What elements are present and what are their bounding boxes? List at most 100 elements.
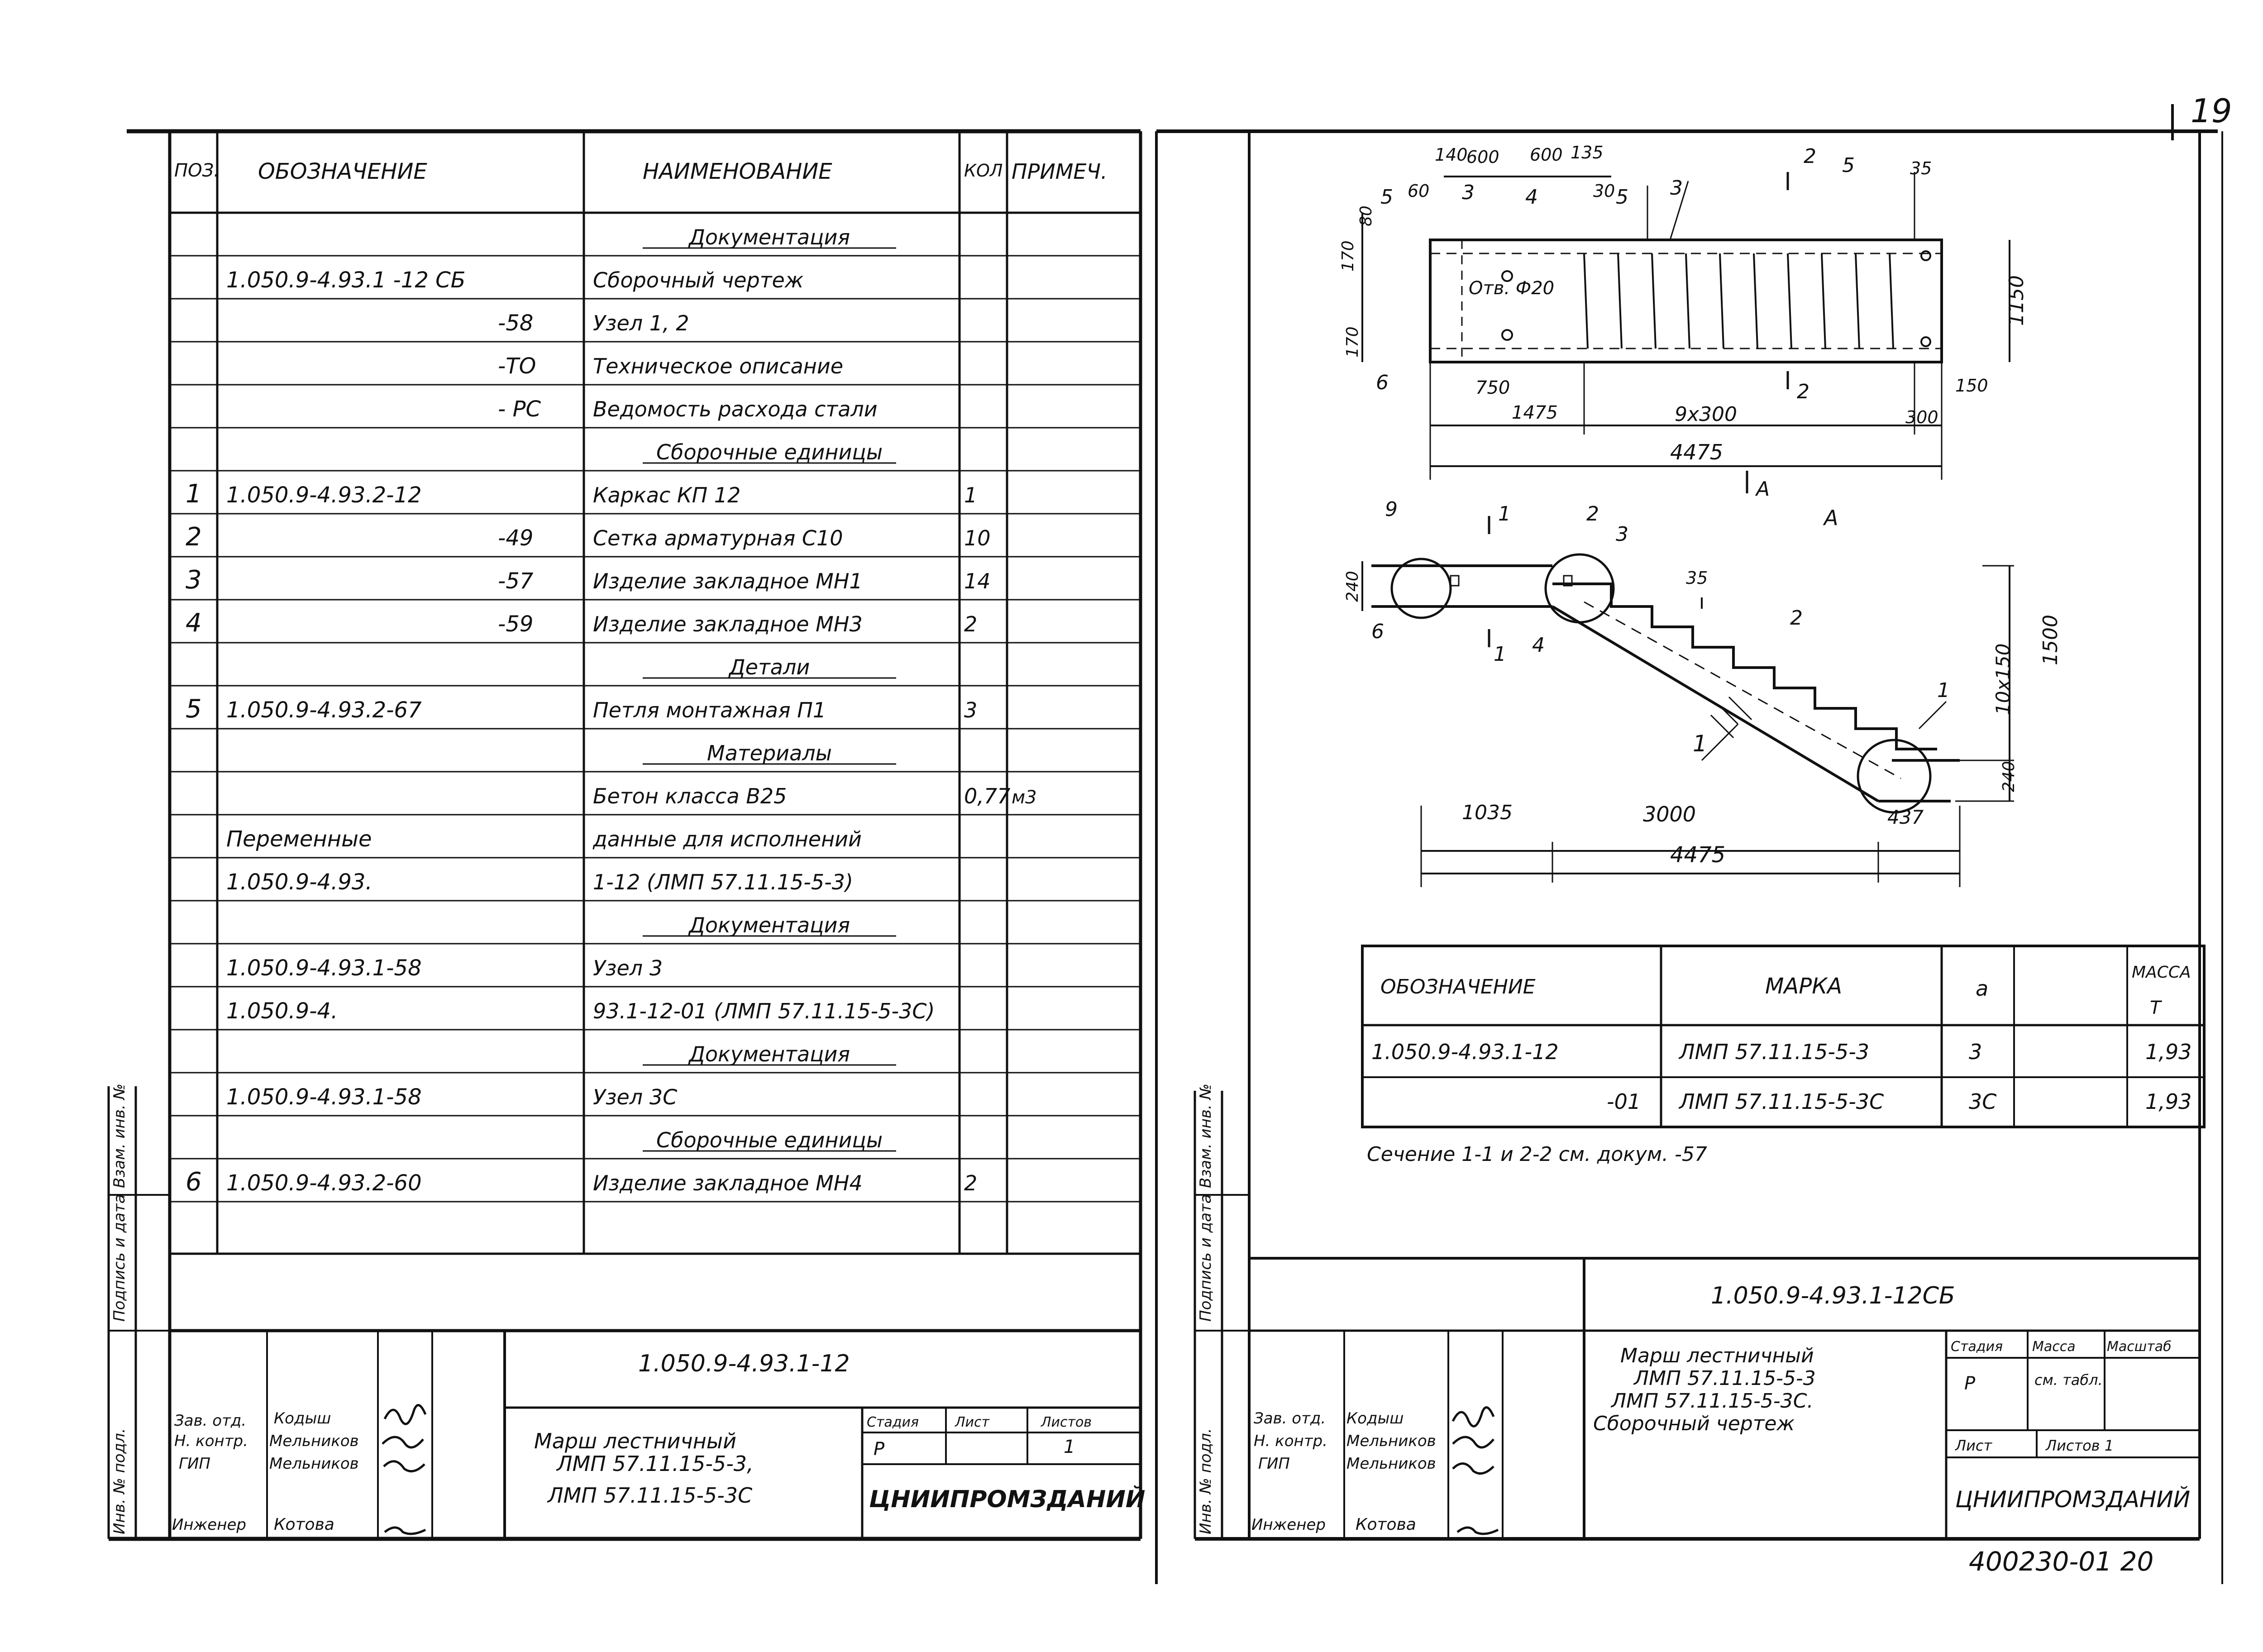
spec-row-name: Детали xyxy=(728,655,810,679)
plan-label-6: 6 xyxy=(1376,371,1389,394)
plan-dim-1475: 1475 xyxy=(1512,402,1558,423)
spec-row-name: данные для исполнений xyxy=(592,827,862,851)
section-dim-1035: 1035 xyxy=(1462,801,1513,824)
right-stage-value: Р xyxy=(1964,1373,1976,1394)
plan-dim-750: 750 xyxy=(1475,377,1510,398)
spec-row-designation: -ТО xyxy=(498,353,536,379)
section-dim-35: 35 xyxy=(1686,568,1708,588)
marks-row1-mark: ЛМП 57.11.15-5-3 xyxy=(1678,1040,1869,1064)
section-label-9: 9 xyxy=(1385,498,1398,521)
section-title-A: А xyxy=(1823,506,1838,530)
spec-row-name: Узел 3С xyxy=(593,1085,677,1109)
plan-dim-135: 135 xyxy=(1571,143,1604,162)
spec-row-qty: 1 xyxy=(964,483,977,507)
side-labels-right: Взам. инв. № Подпись и дата Инв. № подл. xyxy=(1197,1084,1215,1534)
right-sheet xyxy=(1155,129,2223,1584)
plan-dim-140: 140 xyxy=(1435,145,1468,165)
plan-dim-150: 150 xyxy=(1955,376,1988,396)
left-signature-1 xyxy=(382,1404,427,1535)
spec-header-name: НАИМЕНОВАНИЕ xyxy=(643,159,832,184)
spec-header-designation: ОБОЗНАЧЕНИЕ xyxy=(258,159,427,184)
left-org: ЦНИИПРОМЗДАНИЙ xyxy=(869,1485,1145,1513)
left-role-control: Н. контр. xyxy=(174,1432,248,1450)
side-label-replace-inv-r: Взам. инв. № xyxy=(1197,1084,1215,1188)
plan-dim-600b: 600 xyxy=(1530,145,1563,165)
spec-row-name: Сетка арматурная С10 xyxy=(593,526,843,550)
spec-header-qty: КОЛ xyxy=(964,161,1003,181)
spec-header-pos: ПОЗ. xyxy=(174,160,220,181)
marks-note: Сечение 1-1 и 2-2 см. докум. -57 xyxy=(1367,1143,1707,1166)
page-number: 19 xyxy=(2191,92,2232,130)
right-role-gip: ГИП xyxy=(1258,1455,1290,1473)
side-label-sign-date-r: Подпись и дата xyxy=(1197,1194,1215,1322)
right-name-gip: Мельников xyxy=(1346,1455,1436,1473)
spec-table: ПОЗ. ОБОЗНАЧЕНИЕ НАИМЕНОВАНИЕ КОЛ ПРИМЕЧ… xyxy=(170,159,1141,1203)
spec-row-pos: 2 xyxy=(186,522,202,552)
section-dim-240-left: 240 xyxy=(1343,571,1362,602)
left-name-engineer: Котова xyxy=(274,1515,334,1534)
right-name-control: Мельников xyxy=(1346,1432,1436,1450)
plan-tread-line xyxy=(1787,253,1792,349)
spec-row-designation: 1.050.9-4.93.1 -12 СБ xyxy=(226,267,466,293)
side-label-sign-date: Подпись и дата xyxy=(110,1194,129,1322)
spec-row-pos: 1 xyxy=(186,479,202,509)
spec-row-name: Бетон класса В25 xyxy=(593,784,787,808)
spec-row-name: Сборочные единицы xyxy=(656,440,883,464)
section-label-3: 3 xyxy=(1616,523,1628,546)
spec-row-name: Изделие закладное МН3 xyxy=(593,612,863,636)
marks-table: ОБОЗНАЧЕНИЕ МАРКА а МАССА Т 1.050.9-4.93… xyxy=(1361,945,2206,1166)
spec-row-pos: 3 xyxy=(186,565,202,595)
spec-row-designation: 1.050.9-4.93.2-67 xyxy=(226,697,422,723)
section-dim-437: 437 xyxy=(1887,806,1924,828)
spec-row-designation: -59 xyxy=(498,611,533,637)
spec-row-designation: Переменные xyxy=(226,826,372,852)
spec-row-name: Узел 3 xyxy=(593,956,663,980)
left-role-engineer: Инженер xyxy=(172,1516,246,1534)
marks-header-mark: МАРКА xyxy=(1765,974,1842,999)
spec-row-designation: 1.050.9-4.93. xyxy=(226,869,372,895)
section-label-6: 6 xyxy=(1371,620,1384,643)
section-dim-4475: 4475 xyxy=(1670,842,1725,868)
marks-row1-designation: 1.050.9-4.93.1-12 xyxy=(1371,1040,1559,1064)
plan-tread-line xyxy=(1651,253,1657,349)
right-doc-code: 1.050.9-4.93.1-12СБ xyxy=(1711,1282,1955,1309)
spec-row-name: Документация xyxy=(688,225,850,249)
spec-row-note: м3 xyxy=(1012,787,1037,808)
left-title-line3: ЛМП 57.11.15-5-3С xyxy=(547,1483,752,1508)
spec-row-name: Каркас КП 12 xyxy=(593,483,740,507)
plan-dim-300: 300 xyxy=(1905,407,1938,427)
spec-row-qty: 14 xyxy=(964,569,991,593)
left-role-head: Зав. отд. xyxy=(174,1412,246,1430)
plan-label-5a: 5 xyxy=(1380,186,1393,209)
side-labels-left: Взам. инв. № Подпись и дата Инв. № подл. xyxy=(110,1084,129,1534)
plan-tread-line xyxy=(1617,253,1623,349)
section-dim-3000: 3000 xyxy=(1643,802,1696,826)
left-stage-value: Р xyxy=(874,1439,885,1460)
spec-row-qty: 10 xyxy=(964,526,991,550)
spec-row-qty: 3 xyxy=(964,698,977,722)
section-dim-240-right: 240 xyxy=(2000,761,2018,792)
plan-label-5b: 5 xyxy=(1616,186,1628,209)
section-label-1b: 1 xyxy=(1494,643,1506,666)
spec-row-designation: -58 xyxy=(498,310,533,336)
marks-row1-a: 3 xyxy=(1969,1040,1982,1064)
plan-dim-4475: 4475 xyxy=(1670,440,1723,464)
spec-row-pos: 5 xyxy=(186,694,202,724)
left-name-control: Мельников xyxy=(269,1432,359,1450)
left-stage-header: Стадия xyxy=(867,1414,919,1430)
spec-row-name: Документация xyxy=(688,1042,850,1066)
spec-row-designation: - РС xyxy=(498,396,541,422)
plan-dim-1150: 1150 xyxy=(2005,275,2028,326)
right-title-block: 1.050.9-4.93.1-12СБ Зав. отд. Н. контр. … xyxy=(1251,1282,2190,1535)
section-label-1a: 1 xyxy=(1498,502,1511,525)
plan-dim-600a: 600 xyxy=(1466,147,1499,167)
plan-label-3b: 3 xyxy=(1670,177,1683,200)
right-role-engineer: Инженер xyxy=(1251,1516,1326,1534)
left-title-line1: Марш лестничный xyxy=(534,1429,736,1453)
spec-row-qty: 0,77 xyxy=(964,784,1010,808)
plan-dim-170a: 170 xyxy=(1339,240,1357,272)
marks-row2-a: 3С xyxy=(1969,1089,1996,1114)
plan-tread-line xyxy=(1855,253,1860,349)
marks-row2-mark: ЛМП 57.11.15-5-3С xyxy=(1678,1089,1884,1114)
right-mass-value: см. табл. xyxy=(2034,1371,2103,1389)
